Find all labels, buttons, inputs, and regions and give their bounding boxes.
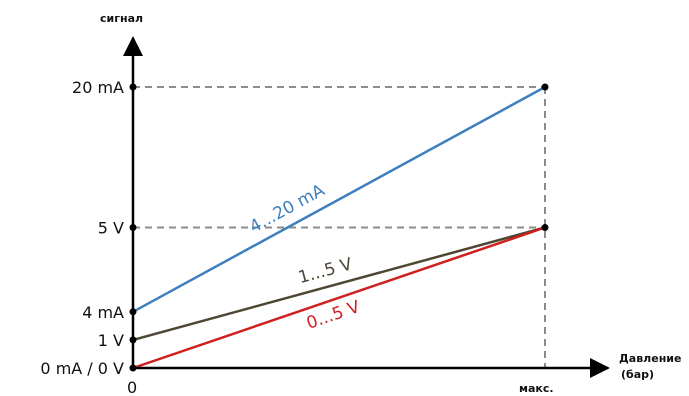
point-max-1 xyxy=(541,83,549,91)
point-max-half xyxy=(541,224,549,231)
series-label-0-5-v: 0...5 V xyxy=(304,297,363,334)
point-y-tick-4 xyxy=(129,83,137,91)
point-y-tick-1 xyxy=(129,336,137,344)
guide-lines xyxy=(133,86,546,368)
point-y-tick-3 xyxy=(129,224,137,231)
y-tick-label-0: 0 mA / 0 V xyxy=(40,359,124,378)
y-tick-label-4: 20 mA xyxy=(72,78,124,97)
series-line-0-5-v xyxy=(132,226,546,370)
data-points xyxy=(129,83,549,372)
x-axis-label: Давление (бар) xyxy=(619,352,685,381)
axes xyxy=(123,36,610,378)
labels: сигнал Давление (бар) 0 макс. 0 mA / 0 V… xyxy=(40,12,685,396)
point-y-tick-0 xyxy=(129,364,137,372)
y-tick-label-3: 5 V xyxy=(98,219,124,238)
x-tick-max: макс. xyxy=(519,382,554,395)
y-tick-label-1: 1 V xyxy=(98,331,124,350)
series-line-1-5-v xyxy=(132,226,546,342)
point-y-tick-2 xyxy=(129,308,137,316)
y-axis-label: сигнал xyxy=(100,12,143,25)
series-line-4-20-ma xyxy=(132,85,546,313)
x-tick-0: 0 xyxy=(127,378,137,396)
y-tick-label-2: 4 mA xyxy=(82,303,124,322)
